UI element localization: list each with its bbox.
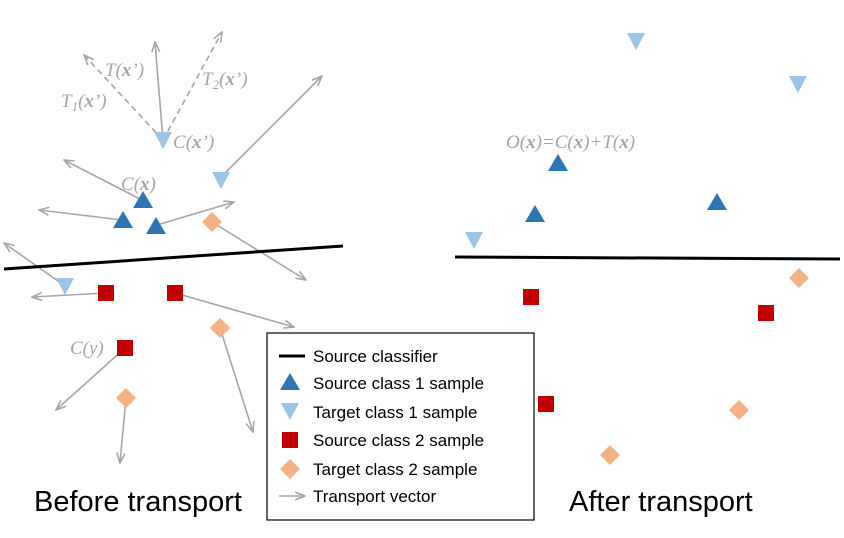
source-class-2-marker (523, 289, 539, 305)
target-class-2-marker (210, 318, 230, 338)
target-class-2-marker (729, 400, 749, 420)
legend-source-class-1-marker (280, 373, 300, 390)
source-class-1-marker (707, 193, 727, 210)
source-class-1-marker (113, 211, 133, 228)
target-class-2-marker (789, 268, 809, 288)
legend-source-class-2-marker (282, 432, 298, 448)
legend-target-class-1-marker (281, 403, 299, 420)
source-class-2-marker (167, 285, 183, 301)
source-class-2-marker (98, 285, 114, 301)
source-classifier-line (454, 255, 841, 261)
source-class-1-marker (146, 217, 166, 234)
annotation-t-x-prime: T(x’) (105, 60, 144, 81)
source-class-1-marker (133, 191, 153, 208)
transport-vector (156, 202, 234, 226)
target-class-2-marker (600, 445, 620, 465)
annotation-o-equation: O(x)=C(x)+T(x) (506, 132, 635, 153)
source-classifier-line (3, 244, 344, 271)
target-class-2-marker (116, 388, 136, 408)
legend-label-source-classifier: Source classifier (313, 347, 438, 366)
target-class-1-marker (465, 232, 483, 249)
transport-vector (32, 293, 107, 297)
annotation-c-x: C(x) (121, 174, 156, 195)
legend: Source classifier Source class 1 sample … (266, 332, 535, 521)
source-class-1-marker (525, 205, 545, 222)
transport-vector (4, 243, 66, 287)
target-class-1-marker (154, 132, 172, 149)
transport-vector (120, 397, 127, 463)
transport-vector-t2 (162, 32, 222, 141)
transport-vectors (4, 32, 322, 463)
legend-label-target-class-1: Target class 1 sample (313, 403, 477, 422)
annotation-t1-x-prime: T1(x’) (61, 91, 107, 114)
source-class-1-marker (548, 154, 568, 171)
source-class-2-marker (758, 305, 774, 321)
annotation-c-y: C(y) (70, 338, 104, 359)
source-class-2-marker (117, 340, 133, 356)
annotation-t2-x-prime: T2(x’) (202, 69, 248, 92)
transport-vector (174, 292, 294, 327)
transport-vector (39, 210, 123, 221)
caption-after-transport: After transport (569, 486, 753, 518)
annotation-c-x-prime: C(x’) (173, 132, 214, 153)
legend-label-source-class-2: Source class 2 sample (313, 431, 484, 450)
target-class-1-marker (56, 278, 74, 295)
transport-vector (56, 347, 126, 410)
transport-vector (155, 42, 164, 141)
legend-label-transport-vector: Transport vector (313, 487, 436, 506)
target-class-1-marker (212, 172, 230, 189)
after-panel: O(x)=C(x)+T(x) After transport (454, 33, 841, 518)
before-panel: T(x’) T1(x’) T2(x’) C(x’) C(x) C(y) Befo… (3, 32, 344, 518)
transport-vector (220, 76, 322, 178)
target-class-2-marker (202, 212, 222, 232)
legend-label-source-class-1: Source class 1 sample (313, 374, 484, 393)
source-class-2-marker (538, 396, 554, 412)
transport-vector (219, 327, 253, 432)
transport-vector (64, 160, 143, 201)
caption-before-transport: Before transport (34, 486, 242, 518)
target-class-1-marker (789, 76, 807, 93)
target-class-1-marker (627, 33, 645, 50)
legend-label-target-class-2: Target class 2 sample (313, 460, 477, 479)
legend-box (266, 332, 535, 521)
legend-target-class-2-marker (280, 459, 300, 479)
